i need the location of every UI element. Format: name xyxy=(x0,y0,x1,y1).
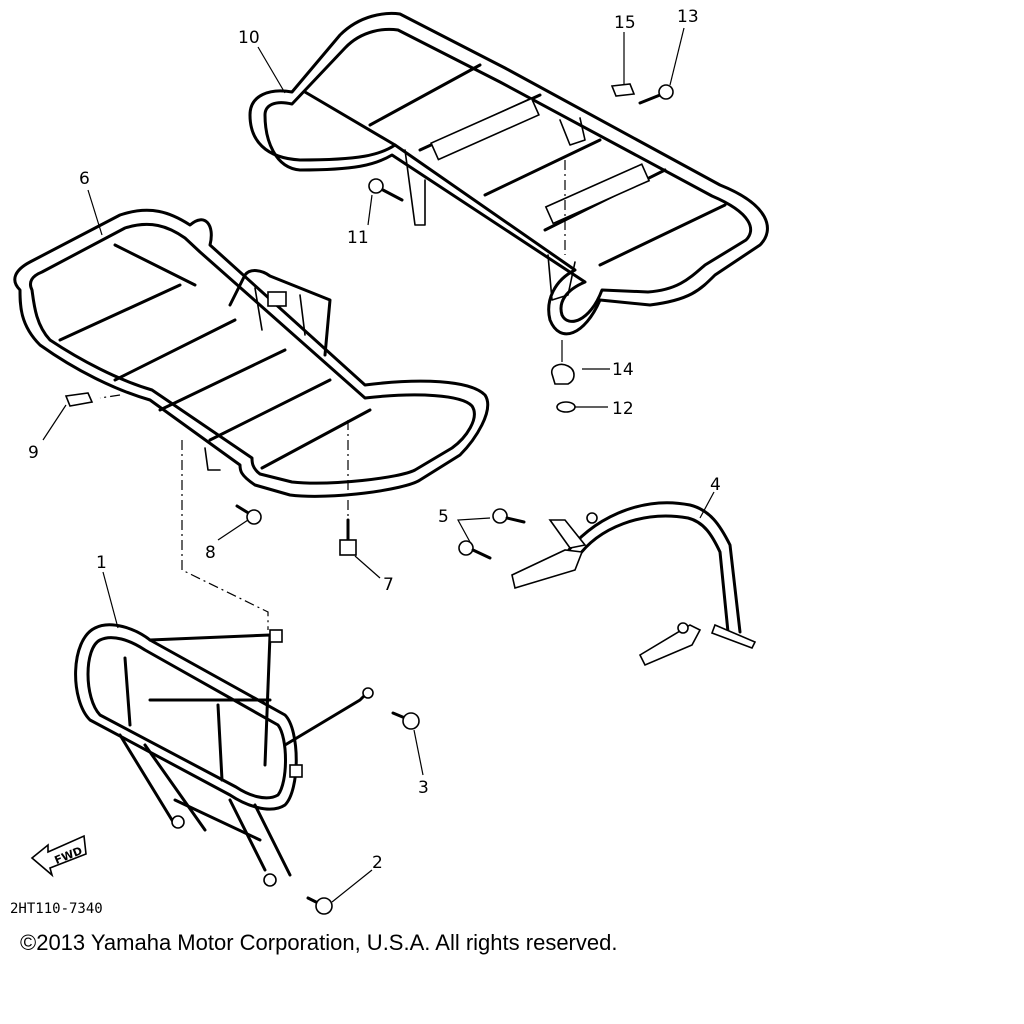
label-part-9 xyxy=(64,392,94,407)
leader-lines xyxy=(42,27,715,903)
rear-guard-part-4 xyxy=(511,501,757,667)
callout-12: 12 xyxy=(612,399,634,419)
bolt-part-13 xyxy=(638,84,674,105)
callout-1: 1 xyxy=(96,553,107,573)
copyright-notice: ©2013 Yamaha Motor Corporation, U.S.A. A… xyxy=(20,930,618,955)
diagram-code: 2HT110-7340 xyxy=(10,901,103,917)
front-carrier-part-6 xyxy=(13,208,490,498)
callout-4: 4 xyxy=(710,475,721,495)
callout-11: 11 xyxy=(347,228,369,248)
bolt-part-8 xyxy=(235,504,262,525)
collar-part-12 xyxy=(556,401,576,413)
callout-3: 3 xyxy=(418,778,429,798)
bolt-part-7 xyxy=(339,518,357,556)
assembly-lines xyxy=(99,160,566,630)
callout-2: 2 xyxy=(372,853,383,873)
bolts-part-5 xyxy=(458,508,526,560)
rear-carrier-part-10 xyxy=(248,12,769,336)
callout-5: 5 xyxy=(438,507,449,527)
bolt-part-11 xyxy=(368,178,404,202)
callout-13: 13 xyxy=(677,7,699,27)
callout-10: 10 xyxy=(238,28,260,48)
callout-6: 6 xyxy=(79,169,90,189)
callout-14: 14 xyxy=(612,360,634,380)
bolt-part-2 xyxy=(306,896,333,915)
callout-8: 8 xyxy=(205,543,216,563)
label-part-15 xyxy=(610,83,636,97)
bolt-part-3 xyxy=(391,711,420,730)
callouts: 1 2 3 4 5 6 7 8 9 10 11 12 13 14 15 xyxy=(28,7,721,873)
callout-15: 15 xyxy=(614,13,636,33)
callout-9: 9 xyxy=(28,443,39,463)
fwd-arrow-icon: FWD xyxy=(30,834,87,878)
callout-7: 7 xyxy=(383,575,394,595)
front-guard-part-1 xyxy=(74,623,374,887)
clip-part-14 xyxy=(550,340,575,385)
